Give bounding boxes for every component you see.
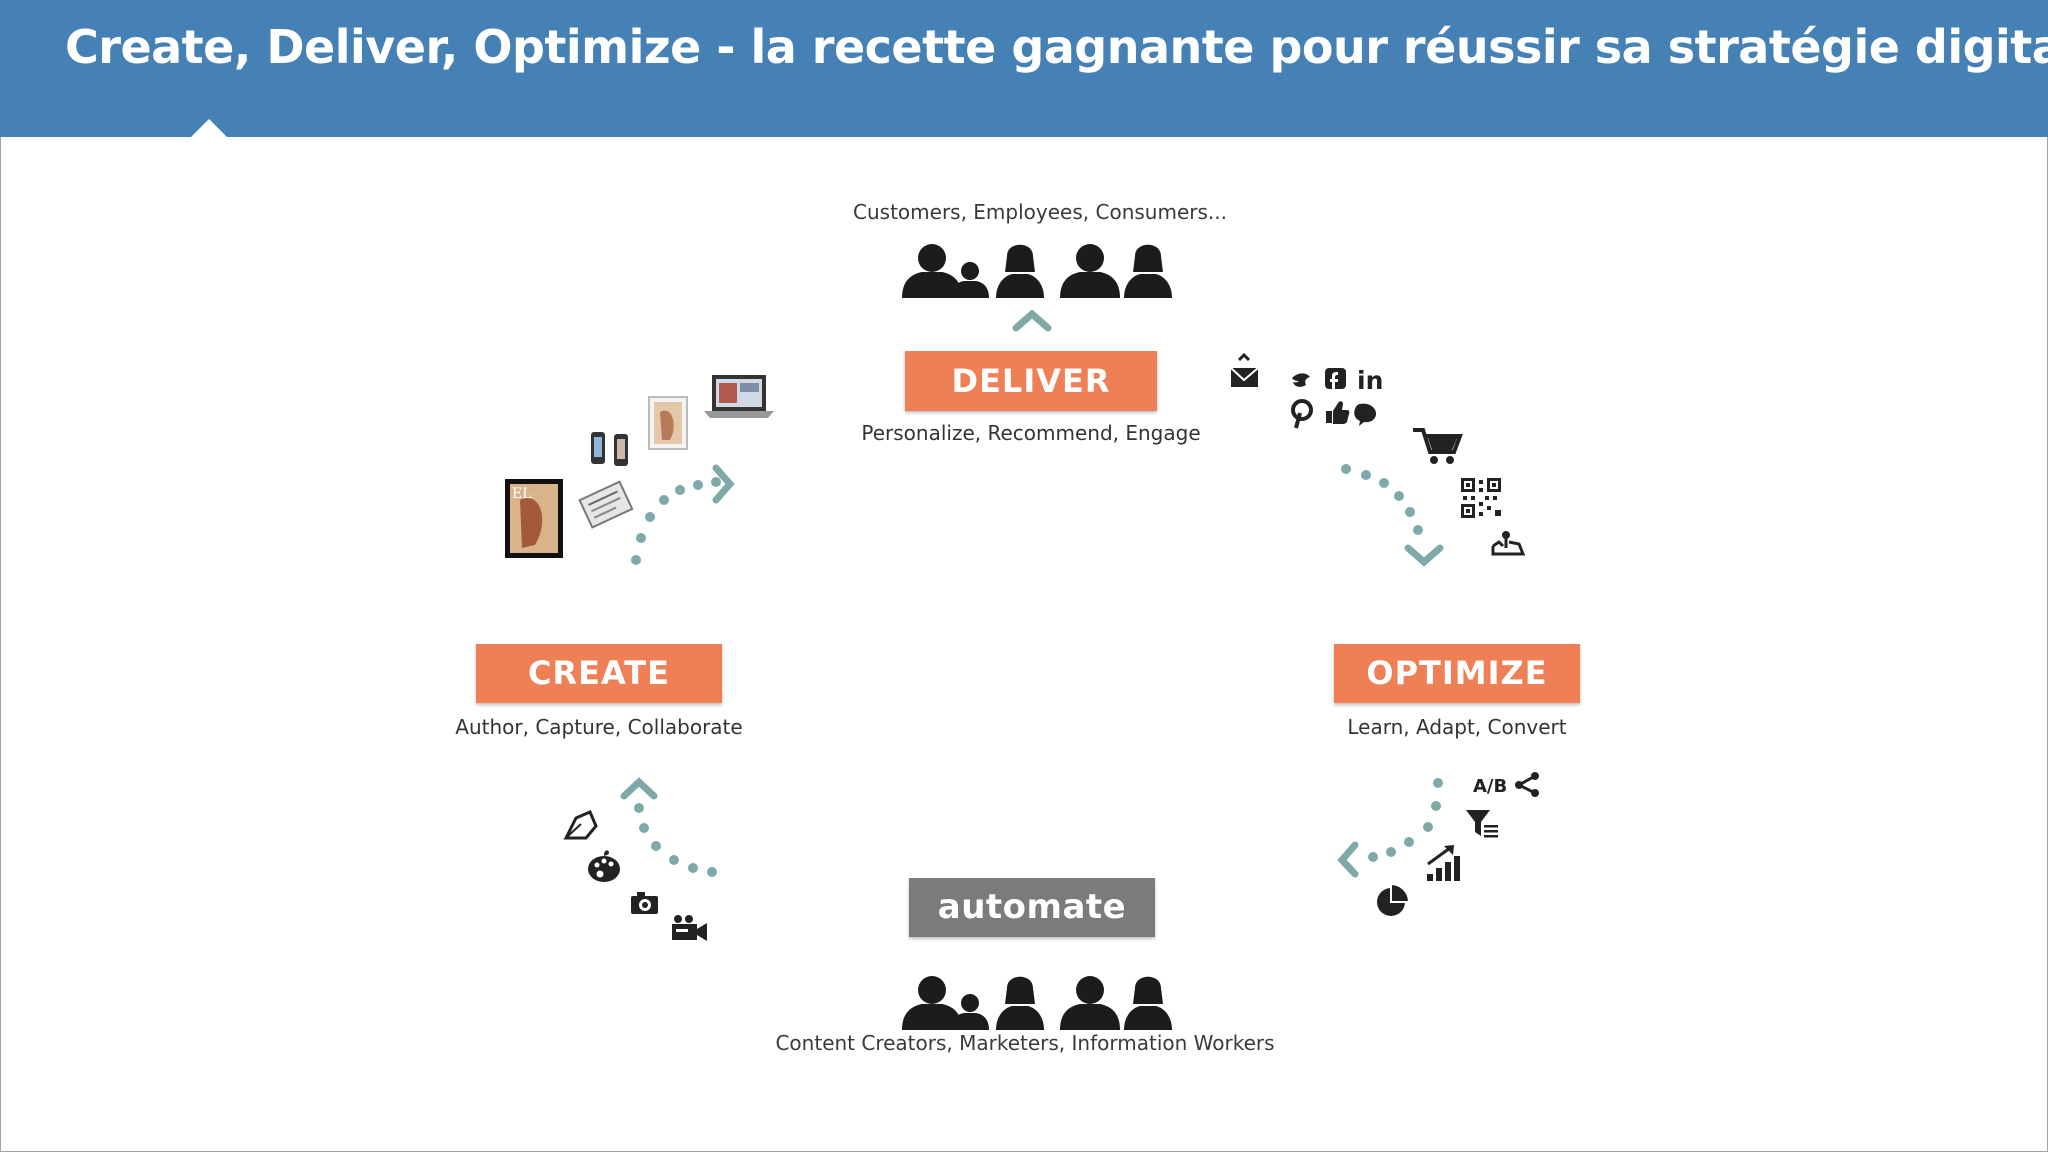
create-box: CREATE — [476, 644, 722, 703]
pie-chart-icon — [1377, 882, 1411, 916]
audience-top-people-icon — [902, 244, 1172, 298]
create-to-deliver-chevron-icon — [712, 464, 735, 504]
palette-icon — [588, 850, 620, 882]
automate-label: automate — [937, 887, 1127, 927]
optimize-to-automate-chevron-icon — [1337, 841, 1359, 878]
create-to-deliver-arrow — [631, 477, 721, 565]
optimize-box: OPTIMIZE — [1334, 644, 1580, 703]
facebook-icon — [1325, 368, 1346, 389]
share-icon — [1515, 772, 1539, 797]
optimize-label: OPTIMIZE — [1366, 654, 1548, 692]
bar-chart-icon — [1427, 845, 1460, 881]
automate-to-create-arrow — [634, 803, 717, 877]
create-label: CREATE — [528, 654, 670, 692]
slide-title: Create, Deliver, Optimize - la recette g… — [65, 20, 2048, 74]
filter-icon — [1466, 810, 1498, 838]
newspaper-icon — [578, 480, 634, 529]
chat-icon — [1354, 403, 1377, 426]
automate-to-create-chevron-icon — [620, 777, 658, 800]
audience-bottom-label: Content Creators, Marketers, Information… — [775, 1031, 1275, 1055]
audience-top-label: Customers, Employees, Consumers... — [853, 200, 1227, 224]
deliver-label: DELIVER — [951, 362, 1111, 400]
magazine-icon: EL — [505, 479, 563, 558]
pinterest-icon — [1291, 399, 1313, 429]
deliver-to-optimize-arrow — [1341, 464, 1423, 535]
location-map-icon — [1491, 531, 1526, 556]
header-notch — [191, 119, 227, 137]
deliver-caption: Personalize, Recommend, Engage — [861, 421, 1201, 445]
header-bar: Create, Deliver, Optimize - la recette g… — [0, 0, 2048, 137]
laptop-icon — [704, 375, 774, 418]
deliver-to-optimize-chevron-icon — [1404, 544, 1444, 567]
email-icon — [1230, 352, 1259, 387]
twitter-icon — [1292, 373, 1310, 387]
create-caption: Author, Capture, Collaborate — [455, 715, 743, 739]
automate-box: automate — [909, 878, 1155, 937]
deliver-box: DELIVER — [905, 351, 1157, 411]
optimize-caption: Learn, Adapt, Convert — [1347, 715, 1567, 739]
pen-icon — [563, 810, 598, 840]
ab-test-icon: A/B — [1473, 776, 1507, 797]
tablet-icon — [648, 396, 688, 450]
optimize-to-automate-arrow — [1368, 778, 1443, 862]
like-icon — [1326, 401, 1350, 424]
shopping-cart-icon — [1413, 428, 1463, 464]
qr-code-icon — [1461, 478, 1501, 518]
video-camera-icon — [672, 915, 707, 941]
magazine-text: EL — [512, 486, 532, 502]
audience-bottom-people-icon — [902, 976, 1172, 1030]
linkedin-icon: in — [1357, 366, 1383, 395]
phones-icon — [591, 432, 628, 466]
camera-icon — [631, 892, 658, 914]
deliver-up-chevron-icon — [1012, 309, 1052, 332]
